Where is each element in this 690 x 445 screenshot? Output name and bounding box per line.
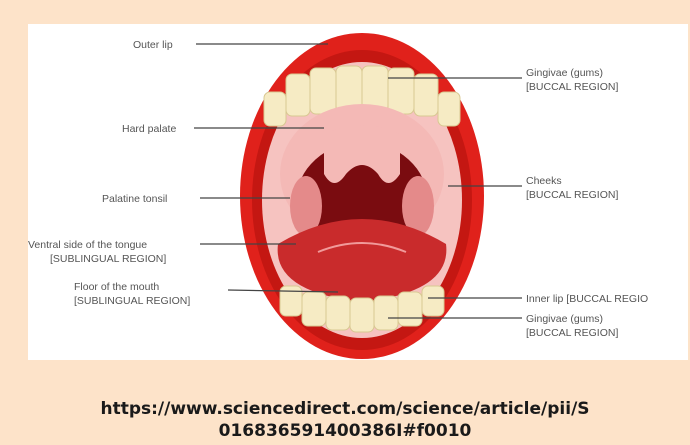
- label-palatine-tonsil: Palatine tonsil: [102, 193, 167, 205]
- mouth-anatomy-diagram: Outer lip Hard palate Palatine tonsil Ve…: [28, 24, 688, 360]
- source-url-line-2[interactable]: 016836591400386I#f0010: [0, 420, 690, 442]
- label-ventral-tongue: Ventral side of the tongue: [28, 239, 147, 251]
- label-hard-palate: Hard palate: [122, 123, 176, 135]
- label-cheeks: Cheeks: [526, 175, 562, 187]
- label-gingivae-bottom-region: [BUCCAL REGION]: [526, 327, 618, 339]
- label-gingivae-top-region: [BUCCAL REGION]: [526, 81, 618, 93]
- label-floor-mouth-region: [SUBLINGUAL REGION]: [74, 295, 190, 307]
- label-outer-lip: Outer lip: [133, 39, 173, 51]
- source-url-line-1[interactable]: https://www.sciencedirect.com/science/ar…: [0, 398, 690, 420]
- label-gingivae-bottom: Gingivae (gums): [526, 313, 603, 325]
- label-inner-lip: Inner lip [BUCCAL REGIO: [526, 293, 648, 305]
- label-floor-mouth: Floor of the mouth: [74, 281, 159, 293]
- label-ventral-tongue-region: [SUBLINGUAL REGION]: [50, 253, 166, 265]
- label-gingivae-top: Gingivae (gums): [526, 67, 603, 79]
- mouth-anatomy-figure: Outer lip Hard palate Palatine tonsil Ve…: [28, 24, 688, 360]
- source-caption: https://www.sciencedirect.com/science/ar…: [0, 398, 690, 442]
- label-cheeks-region: [BUCCAL REGION]: [526, 189, 618, 201]
